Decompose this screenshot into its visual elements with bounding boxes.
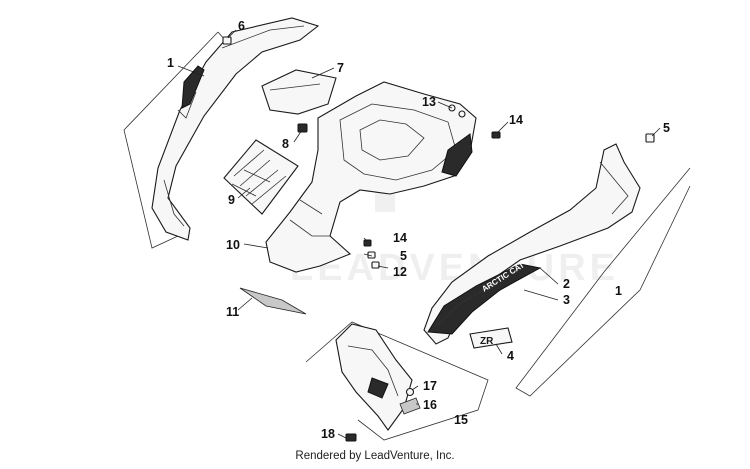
fastener-13 bbox=[448, 104, 466, 118]
callout-3: 3 bbox=[563, 293, 570, 307]
group-outline-right-panel bbox=[515, 167, 691, 397]
callout-11: 11 bbox=[226, 305, 239, 319]
callout-17: 17 bbox=[423, 379, 437, 393]
callout-16: 16 bbox=[423, 398, 437, 412]
callout-1-right: 1 bbox=[615, 284, 622, 298]
callout-1-left: 1 bbox=[167, 56, 174, 70]
grille-9 bbox=[223, 139, 299, 215]
callout-4: 4 bbox=[507, 349, 514, 363]
lower-fairing-15 bbox=[335, 323, 413, 431]
callout-2: 2 bbox=[563, 277, 570, 291]
group-outline-lower-fairing bbox=[305, 321, 489, 441]
decal-model-text: ZR bbox=[480, 336, 494, 347]
callout-7: 7 bbox=[337, 61, 344, 75]
callout-labels: 1 6 7 8 9 10 11 13 14 5 14 5 12 2 3 1 4 … bbox=[167, 19, 670, 441]
left-side-panel bbox=[151, 17, 320, 241]
clip-8 bbox=[297, 123, 308, 133]
mesh-11 bbox=[239, 287, 307, 315]
callout-12: 12 bbox=[393, 265, 407, 279]
fastener-17 bbox=[405, 387, 415, 397]
callout-14-mid: 14 bbox=[393, 231, 407, 245]
callout-5-top: 5 bbox=[663, 121, 670, 135]
callout-14-top: 14 bbox=[509, 113, 523, 127]
callout-5-mid: 5 bbox=[400, 249, 407, 263]
fastener-14-mid bbox=[363, 239, 372, 247]
right-side-panel: ARCTIC CAT bbox=[423, 143, 641, 345]
fastener-6 bbox=[222, 36, 232, 45]
callout-10: 10 bbox=[226, 238, 240, 252]
footer-credit: Rendered by LeadVenture, Inc. bbox=[295, 450, 455, 462]
leader-lines bbox=[177, 29, 661, 439]
fastener-16 bbox=[399, 397, 421, 415]
fastener-14-top bbox=[491, 131, 501, 139]
callout-13: 13 bbox=[422, 95, 436, 109]
fastener-18 bbox=[345, 433, 357, 442]
decal-4: ZR bbox=[469, 327, 513, 349]
callout-9: 9 bbox=[228, 193, 235, 207]
callout-8: 8 bbox=[282, 137, 289, 151]
hood-10 bbox=[265, 81, 477, 273]
callout-15: 15 bbox=[454, 413, 468, 427]
plate-7 bbox=[261, 69, 337, 115]
callout-18: 18 bbox=[321, 427, 335, 441]
callout-6: 6 bbox=[238, 19, 245, 33]
fastener-12 bbox=[371, 261, 380, 269]
